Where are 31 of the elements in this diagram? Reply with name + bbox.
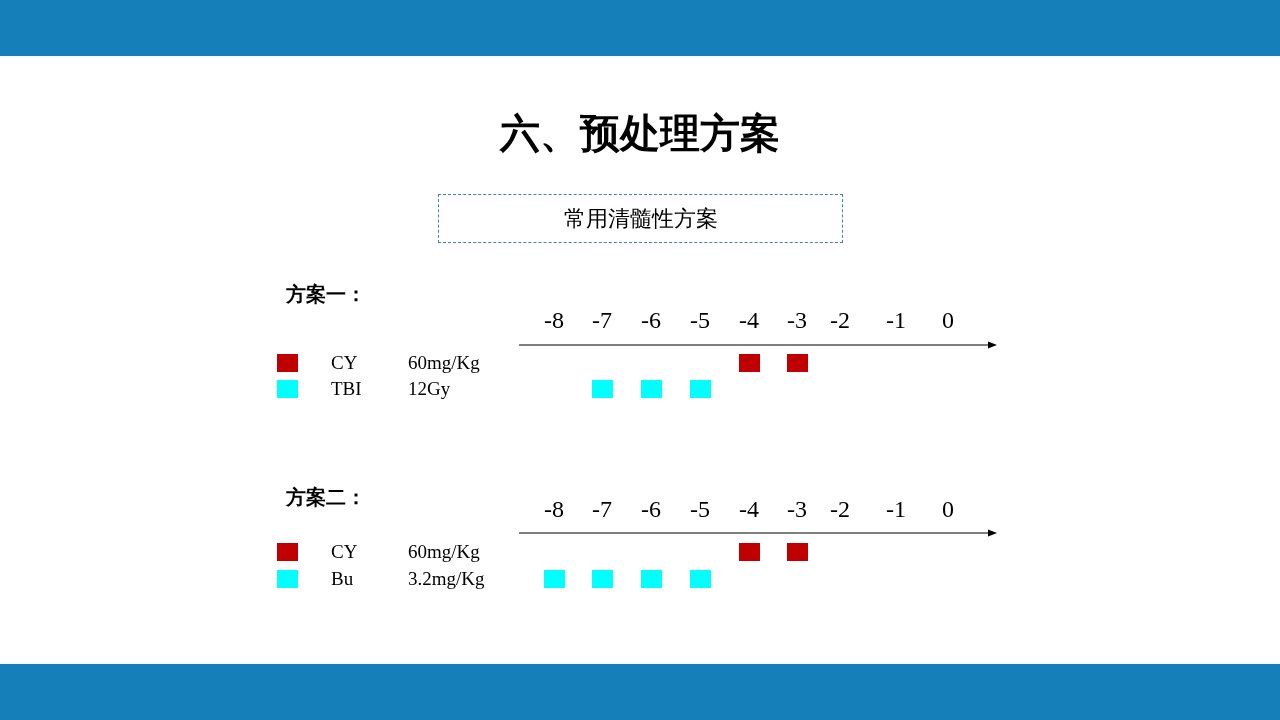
tick-label: -3 xyxy=(786,497,808,521)
legend-label: TBI xyxy=(331,379,362,398)
tick-label: -1 xyxy=(885,308,907,332)
slide-title: 六、预处理方案 xyxy=(500,110,780,157)
tick-label: -4 xyxy=(738,308,760,332)
legend-label: Bu xyxy=(331,569,354,588)
tick-label: -8 xyxy=(543,497,565,521)
tick-label: -1 xyxy=(885,497,907,521)
dose-label: 3.2mg/Kg xyxy=(408,569,485,588)
dashed-box xyxy=(438,194,843,243)
tick-label: -5 xyxy=(689,497,711,521)
tick-label: -3 xyxy=(786,308,808,332)
section-heading: 方案一： xyxy=(286,284,366,304)
dose-label: 60mg/Kg xyxy=(408,542,480,561)
tick-label: -7 xyxy=(591,497,613,521)
tick-label: -6 xyxy=(640,497,662,521)
tick-label: -7 xyxy=(591,308,613,332)
tick-label: -2 xyxy=(829,308,851,332)
tick-label: -8 xyxy=(543,308,565,332)
dose-label: 12Gy xyxy=(408,379,451,398)
tick-label: -2 xyxy=(829,497,851,521)
dose-label: 60mg/Kg xyxy=(408,353,480,372)
tick-label: -4 xyxy=(738,497,760,521)
tick-label: 0 xyxy=(941,308,955,332)
tick-label: -5 xyxy=(689,308,711,332)
tick-label: 0 xyxy=(941,497,955,521)
legend-label: CY xyxy=(331,353,358,372)
box-label: 常用清髓性方案 xyxy=(563,207,718,230)
legend-label: CY xyxy=(331,542,358,561)
section-heading: 方案二： xyxy=(286,487,366,507)
tick-label: -6 xyxy=(640,308,662,332)
